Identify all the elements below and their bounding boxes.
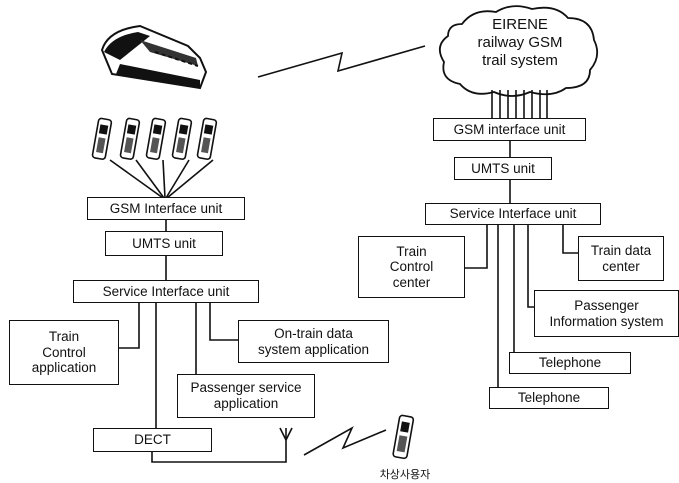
radio-link-icon xyxy=(303,426,387,456)
train-icon xyxy=(100,24,208,90)
mobile-phone-icon xyxy=(119,117,141,160)
train-control-application: Train Control application xyxy=(9,320,119,385)
right-service-interface-unit: Service Interface unit xyxy=(425,203,601,225)
radio-link-icon xyxy=(257,45,426,78)
cloud-shape xyxy=(438,5,599,97)
dect-box: DECT xyxy=(93,428,212,452)
antenna-icon xyxy=(279,427,293,447)
train-data-center: Train data center xyxy=(578,236,664,281)
mobile-phone-icon xyxy=(145,117,167,160)
right-umts-unit: UMTS unit xyxy=(454,157,552,180)
cloud-links xyxy=(491,90,548,118)
passenger-service-application: Passenger service application xyxy=(177,374,315,418)
telephone-box: Telephone xyxy=(489,387,609,409)
mobile-phone-icon xyxy=(392,414,415,460)
mobile-phone-icon xyxy=(91,117,113,160)
right-connectors xyxy=(464,140,578,388)
cloud-label: EIRENE railway GSM trail system xyxy=(477,16,563,69)
on-train-data-system-application: On-train data system application xyxy=(238,320,389,363)
mobile-phone-icon xyxy=(196,117,218,160)
onboard-user-label: 차상사용자 xyxy=(379,469,431,481)
left-service-interface-unit: Service Interface unit xyxy=(73,280,259,303)
left-gsm-interface-unit: GSM Interface unit xyxy=(87,197,245,220)
passenger-information-system: Passenger Information system xyxy=(534,290,679,337)
left-umts-unit: UMTS unit xyxy=(105,231,223,256)
left-connectors xyxy=(109,159,287,463)
train-control-center: Train Control center xyxy=(358,236,465,298)
telephone-box: Telephone xyxy=(509,352,631,374)
right-gsm-interface-unit: GSM interface unit xyxy=(433,118,586,141)
mobile-phone-icon xyxy=(171,117,193,160)
